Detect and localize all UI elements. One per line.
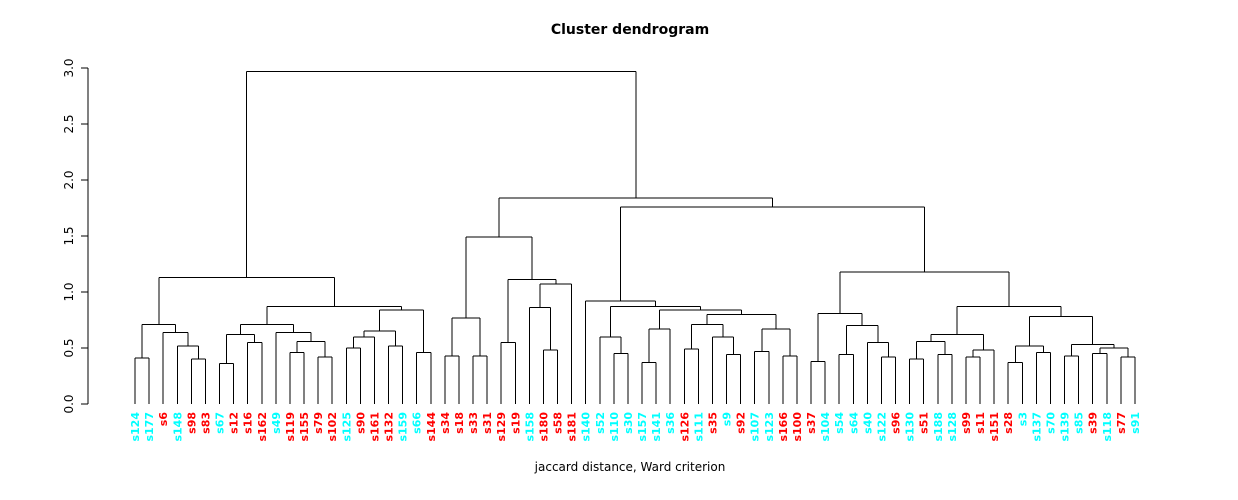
svg-text:s31: s31 [481,412,494,434]
svg-text:s140: s140 [580,412,593,442]
svg-text:2.0: 2.0 [62,170,76,189]
svg-text:s37: s37 [805,412,818,434]
svg-text:s125: s125 [340,412,353,442]
svg-text:s90: s90 [354,412,367,434]
svg-text:s67: s67 [214,412,227,434]
svg-text:s35: s35 [706,412,719,434]
svg-text:s49: s49 [270,412,283,434]
svg-text:s12: s12 [228,412,241,434]
svg-text:s155: s155 [298,412,311,442]
svg-text:2.5: 2.5 [62,114,76,133]
svg-text:s132: s132 [383,412,396,442]
svg-text:s11: s11 [974,412,987,434]
svg-text:s85: s85 [1073,412,1086,434]
svg-text:s118: s118 [1101,412,1114,442]
svg-text:s123: s123 [763,412,776,442]
svg-text:s6: s6 [157,412,170,427]
svg-text:s30: s30 [622,412,635,434]
svg-text:s36: s36 [664,412,677,434]
svg-text:s128: s128 [946,412,959,442]
svg-text:s158: s158 [523,412,536,442]
svg-text:s3: s3 [1016,412,1029,426]
svg-text:s100: s100 [791,412,804,442]
svg-text:s64: s64 [847,412,860,434]
svg-text:s126: s126 [678,412,691,442]
svg-text:s122: s122 [875,412,888,442]
svg-text:s28: s28 [1002,412,1015,434]
svg-text:s34: s34 [439,412,452,434]
svg-text:s188: s188 [932,412,945,442]
svg-text:s137: s137 [1030,412,1043,442]
svg-text:s119: s119 [284,412,297,442]
svg-text:s99: s99 [960,412,973,434]
svg-text:s110: s110 [608,412,621,442]
svg-text:s18: s18 [453,412,466,434]
svg-text:s124: s124 [129,412,142,442]
svg-text:s104: s104 [819,412,832,442]
svg-text:s181: s181 [566,412,579,442]
svg-text:s54: s54 [833,412,846,434]
svg-text:s40: s40 [861,412,874,434]
svg-text:s177: s177 [143,412,156,442]
svg-text:0.5: 0.5 [62,338,76,357]
x-axis-caption: jaccard distance, Ward criterion [534,460,726,474]
svg-text:s58: s58 [552,412,565,434]
svg-text:s79: s79 [312,412,325,434]
svg-text:1.5: 1.5 [62,226,76,245]
svg-text:s70: s70 [1044,412,1057,434]
svg-text:s157: s157 [636,412,649,442]
svg-text:s91: s91 [1129,412,1142,434]
svg-text:s98: s98 [185,412,198,434]
svg-text:s111: s111 [692,412,705,442]
svg-text:s151: s151 [988,412,1001,442]
svg-text:s141: s141 [650,412,663,442]
svg-text:s16: s16 [242,412,255,434]
svg-text:s9: s9 [721,412,734,426]
svg-text:s130: s130 [904,412,917,442]
svg-text:s129: s129 [495,412,508,442]
svg-text:s39: s39 [1087,412,1100,434]
svg-text:s66: s66 [411,412,424,434]
svg-text:s51: s51 [918,412,931,434]
svg-text:s77: s77 [1115,412,1128,434]
svg-text:s19: s19 [509,412,522,434]
svg-text:s159: s159 [397,412,410,442]
svg-text:s180: s180 [537,412,550,442]
svg-text:s166: s166 [777,412,790,442]
svg-text:s148: s148 [171,412,184,442]
svg-text:s107: s107 [749,412,762,442]
svg-text:s102: s102 [326,412,339,442]
svg-text:s139: s139 [1059,412,1072,442]
svg-text:s83: s83 [199,412,212,434]
svg-text:s92: s92 [735,412,748,434]
svg-text:1.0: 1.0 [62,282,76,301]
svg-text:s52: s52 [594,412,607,434]
plot-title: Cluster dendrogram [550,22,710,38]
svg-text:0.0: 0.0 [62,394,76,413]
svg-text:3.0: 3.0 [62,58,76,77]
svg-text:s96: s96 [890,412,903,434]
svg-text:s144: s144 [425,412,438,442]
svg-text:s161: s161 [368,412,381,442]
svg-text:s33: s33 [467,412,480,434]
svg-text:s162: s162 [256,412,269,442]
